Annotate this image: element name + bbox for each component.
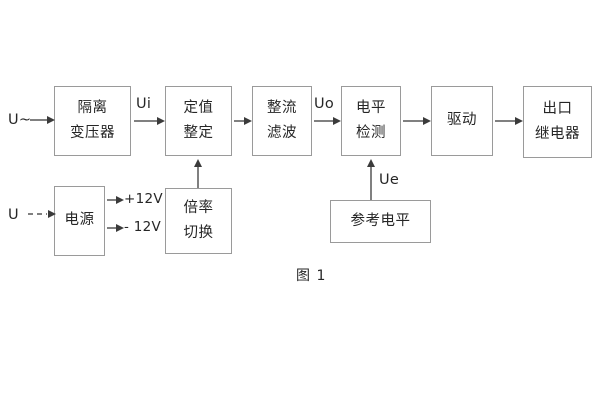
block-label-line1: 电源 — [64, 212, 95, 229]
block-label-line2: 滤波 — [267, 125, 297, 141]
block-drive: 驱动 — [431, 86, 493, 156]
figure-caption: 图 1 — [296, 268, 327, 284]
block-power-supply: 电源 — [54, 186, 105, 256]
block-label-line1: 定值 — [183, 99, 214, 116]
label-ac-input: U~ — [8, 112, 32, 128]
arrow-isolation-transformer-to-setting-value — [134, 115, 166, 127]
block-label-line1: 出口 — [542, 100, 573, 117]
arrow-drive-to-output-relay — [495, 115, 524, 127]
arrow-power-supply-to-positive-rail — [107, 194, 125, 206]
block-label-line1: 倍率 — [183, 199, 214, 216]
arrow-dc-input-to-power-supply — [28, 208, 56, 220]
arrow-setting-value-to-rectify-filter — [234, 115, 253, 127]
label-uo: Uo — [314, 96, 335, 112]
block-multiplier-switch: 倍率 切换 — [165, 188, 232, 254]
block-output-relay: 出口 继电器 — [523, 86, 592, 158]
arrow-level-detect-to-drive — [403, 115, 432, 127]
block-rectify-filter: 整流 滤波 — [252, 86, 312, 156]
block-isolation-transformer: 隔离 变压器 — [54, 86, 131, 156]
block-label-line2: 整定 — [183, 125, 214, 141]
label-rail-negative: - 12V — [124, 219, 162, 235]
block-label-line1: 整流 — [267, 99, 297, 116]
label-ui: Ui — [136, 96, 152, 112]
block-label-line1: 参考电平 — [350, 212, 411, 229]
arrow-rectify-filter-to-level-detect — [314, 115, 342, 127]
arrow-ac-input-to-isolation-transformer — [30, 114, 56, 126]
block-label-line1: 驱动 — [447, 112, 477, 129]
arrow-head-dc-input-to-power-supply — [45, 208, 57, 220]
block-reference-level: 参考电平 — [330, 200, 431, 243]
label-ue: Ue — [379, 172, 400, 188]
block-label-line2: 变压器 — [70, 125, 115, 141]
block-label-line2: 继电器 — [535, 126, 580, 142]
block-label-line1: 隔离 — [77, 99, 108, 116]
label-rail-positive: +12V — [124, 191, 163, 207]
block-label-line1: 电平 — [356, 99, 386, 116]
label-dc-input: U — [8, 207, 19, 223]
block-setting-value: 定值 整定 — [165, 86, 232, 156]
block-label-line2: 切换 — [183, 225, 214, 241]
block-level-detect: 电平 检测 — [341, 86, 401, 156]
block-label-line2: 检测 — [356, 125, 386, 141]
arrow-power-supply-to-negative-rail — [107, 222, 125, 234]
arrow-reference-level-to-level-detect — [365, 158, 377, 201]
arrow-multiplier-switch-to-setting-value — [192, 158, 204, 189]
